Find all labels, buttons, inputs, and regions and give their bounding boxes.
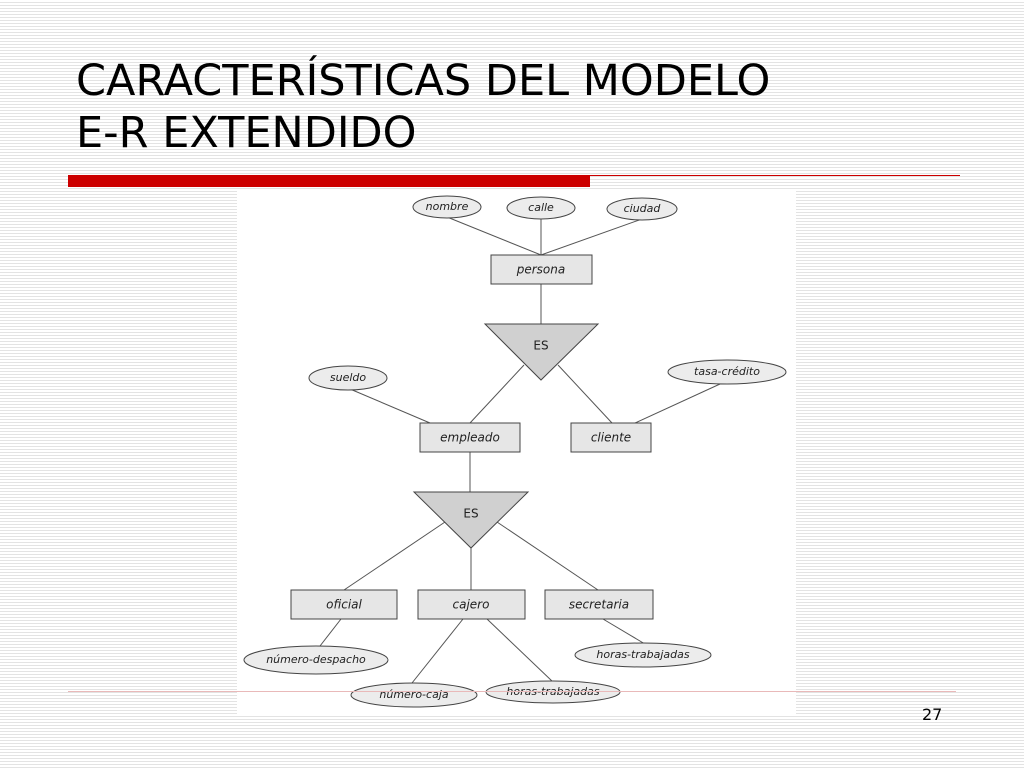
- line-ciudad-persona: [540, 218, 643, 256]
- footer-rule: [68, 691, 956, 692]
- label-nombre: nombre: [426, 200, 469, 213]
- attribute-numero-caja: [350, 682, 478, 708]
- er-diagram-canvas: nombre calle ciudad persona ES sueldo ta…: [243, 195, 787, 708]
- line-secretaria-horas-trabajadas: [602, 618, 646, 645]
- attribute-ciudad: [606, 197, 678, 221]
- attribute-nombre: [412, 195, 482, 219]
- attribute-horas-trabajadas-secretaria: [574, 642, 712, 668]
- title-accent-rule: [68, 175, 590, 187]
- connector-lines: [319, 216, 721, 684]
- label-calle: calle: [528, 201, 554, 214]
- label-ciudad: ciudad: [624, 202, 662, 215]
- label-cajero: cajero: [453, 598, 490, 612]
- attribute-numero-despacho: [243, 645, 389, 675]
- slide-title-line-1: CARACTERÍSTICAS DEL MODELO: [76, 56, 771, 106]
- entity-persona: [490, 254, 593, 285]
- label-oficial: oficial: [326, 598, 362, 612]
- label-numero-caja: número-caja: [379, 688, 448, 701]
- er-diagram: nombre calle ciudad persona ES sueldo ta…: [237, 190, 796, 714]
- label-persona: persona: [516, 263, 566, 277]
- isa-triangle-empleado: [412, 491, 530, 549]
- entity-oficial: [290, 589, 398, 620]
- line-cajero-horas-trabajadas: [486, 618, 554, 683]
- entity-cliente: [570, 422, 652, 453]
- page-number: 27: [922, 705, 943, 724]
- label-secretaria: secretaria: [569, 598, 629, 612]
- attribute-calle: [506, 196, 576, 220]
- attribute-sueldo: [308, 365, 388, 391]
- entity-secretaria: [544, 589, 654, 620]
- line-isa-empleado: [469, 364, 525, 424]
- line-isa-oficial: [343, 521, 446, 591]
- line-nombre-persona: [446, 216, 542, 256]
- line-isa-secretaria: [496, 521, 599, 591]
- slide-title-line-2: E-R EXTENDIDO: [76, 108, 417, 158]
- attribute-horas-trabajadas-cajero: [485, 680, 621, 704]
- label-isa-upper: ES: [533, 339, 548, 353]
- label-isa-lower: ES: [463, 507, 478, 521]
- line-sueldo-empleado: [349, 388, 431, 424]
- title-accent-rule-thin: [590, 175, 960, 176]
- line-oficial-numero-despacho: [319, 618, 342, 647]
- entity-cajero: [417, 589, 526, 620]
- attribute-ovals: [243, 195, 787, 708]
- line-tasa-credito-cliente: [634, 383, 721, 424]
- label-cliente: cliente: [591, 431, 631, 445]
- entity-empleado: [419, 422, 521, 453]
- line-cajero-numero-caja: [411, 618, 464, 684]
- slide-title: CARACTERÍSTICAS DEL MODELO E-R EXTENDIDO: [76, 55, 770, 159]
- isa-triangle-persona: [483, 323, 600, 381]
- label-empleado: empleado: [440, 431, 500, 445]
- label-horas-trabajadas-secretaria: horas-trabajadas: [596, 648, 689, 661]
- attribute-tasa-credito: [667, 359, 787, 385]
- entity-boxes: [290, 254, 654, 620]
- label-tasa-credito: tasa-crédito: [694, 365, 760, 378]
- line-isa-cliente: [557, 364, 613, 424]
- label-numero-despacho: número-despacho: [266, 653, 366, 666]
- label-sueldo: sueldo: [330, 371, 367, 384]
- isa-triangles: [412, 323, 600, 549]
